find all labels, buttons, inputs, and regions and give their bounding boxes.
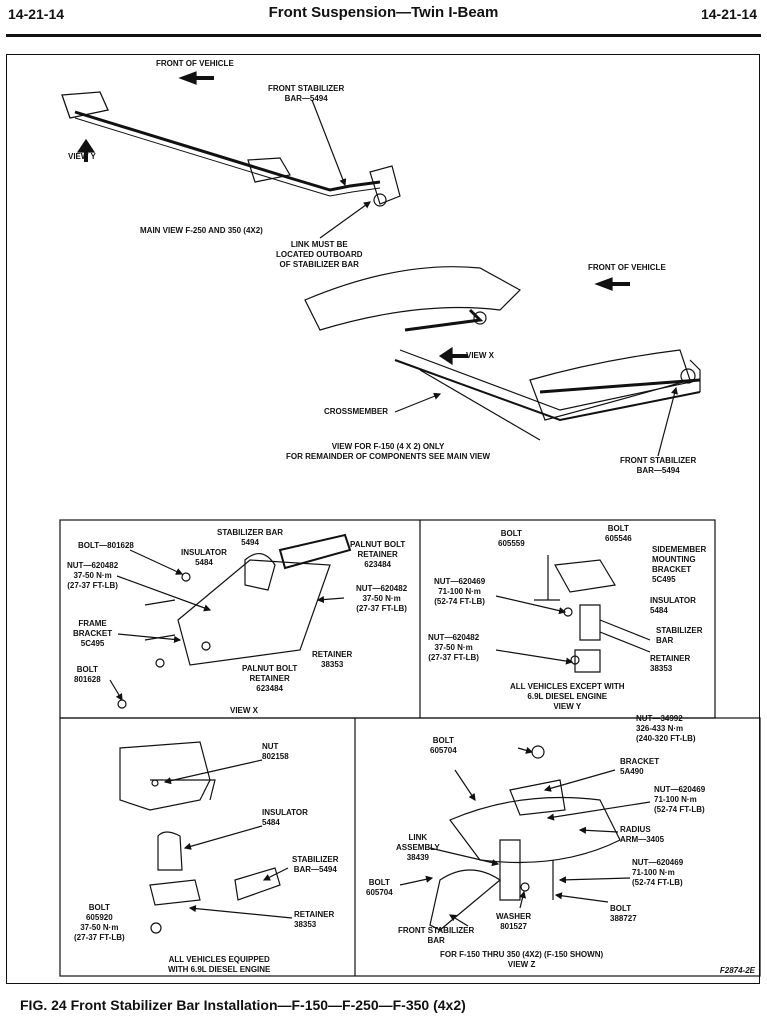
label-view-x-caption: VIEW X [230,706,259,715]
label-d-insulator: INSULATOR 5484 [262,808,308,827]
label-z-bolt-605704-left: BOLT 605704 [366,878,393,897]
label-d-nut-802158: NUT 802158 [262,742,289,761]
label-x-nut-620482-left: NUT—620482 37-50 N·m (27-37 FT-LB) [67,561,119,590]
label-x-frame-bracket: FRAME BRACKET 5C495 [73,619,113,648]
label-z-bracket: BRACKET 5A490 [620,757,660,776]
label-view-z-caption: FOR F-150 THRU 350 (4X2) (F-150 SHOWN) V… [440,950,604,969]
page-number-left: 14-21-14 [8,6,65,22]
label-x-palnut-retainer-top: PALNUT BOLT RETAINER 623484 [350,540,406,569]
label-view-y-caption: ALL VEHICLES EXCEPT WITH 6.9L DIESEL ENG… [510,682,625,711]
label-z-nut-620469-top: NUT—620469 71-100 N·m (52-74 FT-LB) [654,785,706,814]
f150-chassis-sketch [304,266,701,441]
label-x-retainer: RETAINER 38353 [312,650,353,669]
label-view-x-arrow: VIEW X [466,351,495,360]
label-y-insulator: INSULATOR 5484 [650,596,696,615]
label-y-bolt-605546: BOLT 605546 [605,524,632,543]
label-y-sidemember-bracket: SIDEMEMBER MOUNTING BRACKET 5C495 [652,545,707,584]
label-f150-caption: VIEW FOR F-150 (4 X 2) ONLY FOR REMAINDE… [286,442,491,461]
label-z-washer: WASHER 801527 [496,912,532,931]
figure-frame [6,54,760,984]
label-y-stabilizer-bar: STABILIZER BAR [656,626,703,645]
label-z-bolt-605704-top: BOLT 605704 [430,736,457,755]
label-front-of-vehicle-2: FRONT OF VEHICLE [588,263,666,272]
label-front-of-vehicle-1: FRONT OF VEHICLE [156,59,234,68]
label-x-palnut-retainer-bottom: PALNUT BOLT RETAINER 623484 [242,664,298,693]
label-link-note: LINK MUST BE LOCATED OUTBOARD OF STABILI… [276,240,363,269]
view-x-sketch [117,533,352,709]
arrow-view-y [76,138,96,153]
view-y-sketch [534,555,651,673]
label-x-insulator: INSULATOR 5484 [181,548,227,567]
main-view-stabilizer-bar [61,91,401,207]
figure-code: F2874-2E [719,966,755,975]
label-y-nut-620469: NUT—620469 71-100 N·m (52-74 FT-LB) [434,577,486,606]
diesel-view-sketch [119,741,281,934]
label-crossmember: CROSSMEMBER [324,407,389,416]
label-d-stabilizer-bar: STABILIZER BAR—5494 [292,855,339,874]
label-z-nut-620469-bottom: NUT—620469 71-100 N·m (52-74 FT-LB) [632,858,684,887]
label-z-nut-34992: NUT—34992 326-433 N·m (240-320 FT-LB) [636,714,696,743]
header-rule [6,34,761,37]
arrow-front-of-vehicle-1 [178,71,197,85]
label-z-radius-arm: RADIUS ARM—3405 [620,825,665,844]
label-x-bolt-801628-top: BOLT—801628 [78,541,134,550]
label-front-stabilizer-bar-top: FRONT STABILIZER BAR—5494 [268,84,345,103]
label-main-view-caption: MAIN VIEW F-250 AND 350 (4X2) [140,226,263,235]
label-x-stabilizer-bar: STABILIZER BAR 5494 [217,528,284,547]
label-z-front-stabilizer-bar: FRONT STABILIZER BAR [398,926,475,945]
arrow-view-x [438,346,453,366]
label-y-nut-620482: NUT—620482 37-50 N·m (27-37 FT-LB) [428,633,480,662]
page-number-right: 14-21-14 [700,6,757,22]
label-view-y-arrow: VIEW Y [68,152,96,161]
label-z-link-assembly: LINK ASSEMBLY 38439 [396,833,440,862]
page-title: Front Suspension—Twin I-Beam [268,4,499,21]
label-front-stabilizer-bar-right: FRONT STABILIZER BAR—5494 [620,456,697,475]
bottom-panels-frame [59,717,761,977]
arrow-front-of-vehicle-2 [594,277,613,291]
figure-caption: FIG. 24 Front Stabilizer Bar Installatio… [20,997,466,1013]
label-z-bolt-388727: BOLT 388727 [610,904,637,923]
page-header: 14-21-14 Front Suspension—Twin I-Beam 14… [0,0,767,40]
label-x-bolt-801628-bottom: BOLT 801628 [74,665,101,684]
label-y-bolt-605559: BOLT 605559 [498,529,525,548]
label-d-bolt-605920: BOLT 605920 37-50 N·m (27-37 FT-LB) [74,903,125,942]
label-y-retainer: RETAINER 38353 [650,654,691,673]
view-z-sketch [429,745,621,931]
label-x-nut-620482-right: NUT—620482 37-50 N·m (27-37 FT-LB) [356,584,408,613]
label-d-retainer: RETAINER 38353 [294,910,335,929]
label-diesel-caption: ALL VEHICLES EQUIPPED WITH 6.9L DIESEL E… [168,955,271,974]
